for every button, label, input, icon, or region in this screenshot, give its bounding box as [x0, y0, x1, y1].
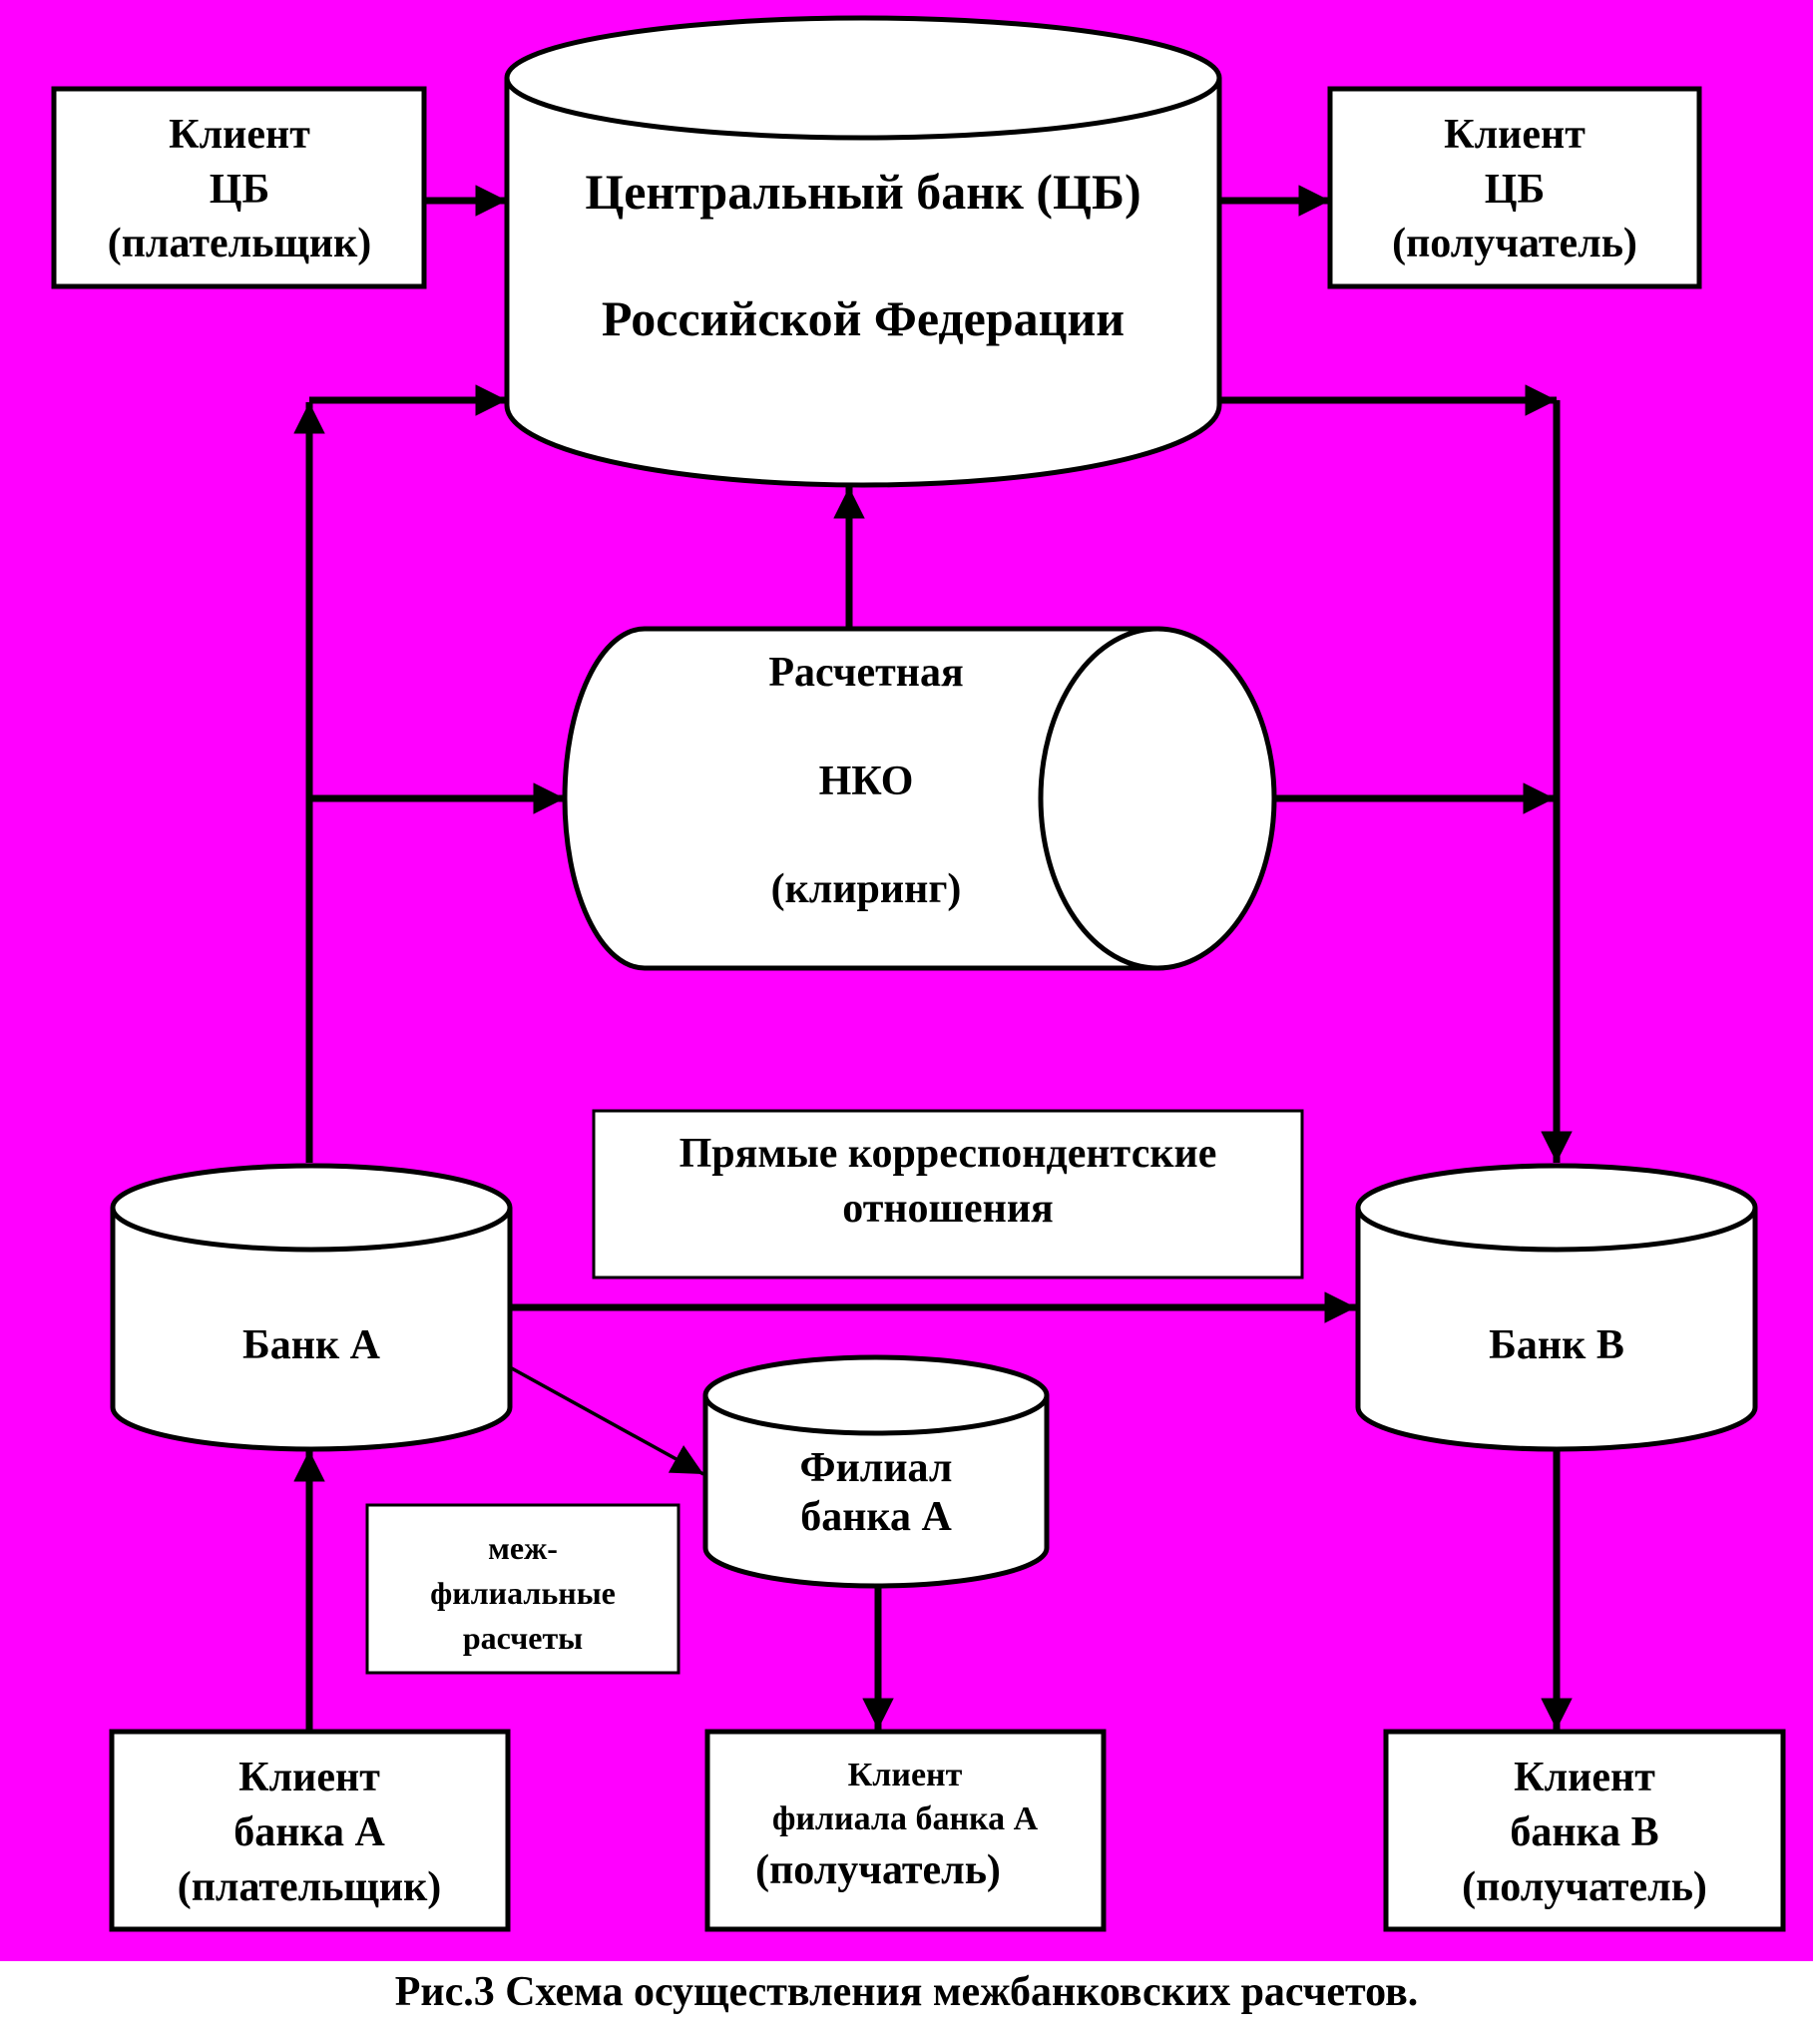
- client-cb-payer-line3: (плательщик): [108, 221, 372, 266]
- branch-a-line1: Филиал: [800, 1445, 953, 1491]
- client-cb-receiver-line2: ЦБ: [1485, 167, 1545, 213]
- branch-a-cylinder: Филиал банка А: [702, 1354, 1050, 1589]
- figure-caption: Рис.3 Схема осуществления межбанковских …: [394, 1969, 1419, 2015]
- client-cb-payer-line1: Клиент: [169, 112, 310, 158]
- direct-relations-line1: Прямые корреспондентские: [680, 1131, 1217, 1177]
- bank-a-cylinder: Банк А: [110, 1163, 513, 1452]
- client-cb-receiver-box: Клиент ЦБ (получатель): [1327, 86, 1702, 289]
- client-bank-a-line1: Клиент: [238, 1755, 380, 1800]
- client-bank-a-box: Клиент банка А (плательщик): [109, 1729, 511, 1932]
- interbranch-line2: филиальные: [430, 1575, 616, 1611]
- nko-line1: Расчетная: [768, 650, 963, 696]
- nko-line2: НКО: [819, 759, 914, 804]
- interbranch-box: меж- филиальные расчеты: [365, 1503, 680, 1675]
- client-cb-receiver-line1: Клиент: [1444, 112, 1586, 158]
- bank-b-cylinder: Банк В: [1355, 1163, 1758, 1452]
- central-bank-cylinder: Центральный банк (ЦБ) Российской Федерац…: [504, 15, 1222, 488]
- nko-line3: (клиринг): [771, 866, 962, 912]
- client-bank-b-box: Клиент банка В (получатель): [1383, 1729, 1786, 1932]
- client-bank-b-line3: (получатель): [1462, 1864, 1707, 1910]
- diagram-canvas: Центральный банк (ЦБ) Российской Федерац…: [0, 0, 1813, 1961]
- bank-b-label: Банк В: [1489, 1322, 1624, 1368]
- client-bank-a-line3: (плательщик): [178, 1864, 442, 1910]
- central-bank-title: Центральный банк (ЦБ): [585, 164, 1140, 220]
- direct-relations-box: Прямые корреспондентские отношения: [592, 1109, 1304, 1279]
- direct-relations-line2: отношения: [842, 1186, 1054, 1232]
- client-cb-receiver-line3: (получатель): [1392, 221, 1637, 266]
- branch-a-line2: банка А: [800, 1494, 952, 1540]
- client-cb-payer-line2: ЦБ: [210, 167, 269, 213]
- client-bank-b-line2: банка В: [1510, 1809, 1658, 1855]
- arrow-bank-a-to-branch: [509, 1365, 704, 1476]
- client-branch-a-line3: (получатель): [755, 1847, 1001, 1893]
- connectors: [293, 185, 1573, 1730]
- interbranch-line1: меж-: [488, 1530, 558, 1566]
- client-bank-a-line2: банка А: [233, 1809, 385, 1855]
- client-branch-a-line2: филиала банка А: [772, 1800, 1039, 1837]
- nko-cylinder: Расчетная НКО (клиринг): [562, 626, 1277, 971]
- bank-a-label: Банк А: [242, 1322, 381, 1368]
- client-branch-a-line1: Клиент: [848, 1757, 963, 1793]
- interbranch-line3: расчеты: [463, 1620, 583, 1656]
- central-bank-subtitle: Российской Федерации: [602, 290, 1125, 346]
- client-cb-payer-box: Клиент ЦБ (плательщик): [51, 86, 427, 289]
- client-bank-b-line1: Клиент: [1514, 1755, 1655, 1800]
- client-branch-a-box: Клиент филиала банка А (получатель): [704, 1729, 1107, 1932]
